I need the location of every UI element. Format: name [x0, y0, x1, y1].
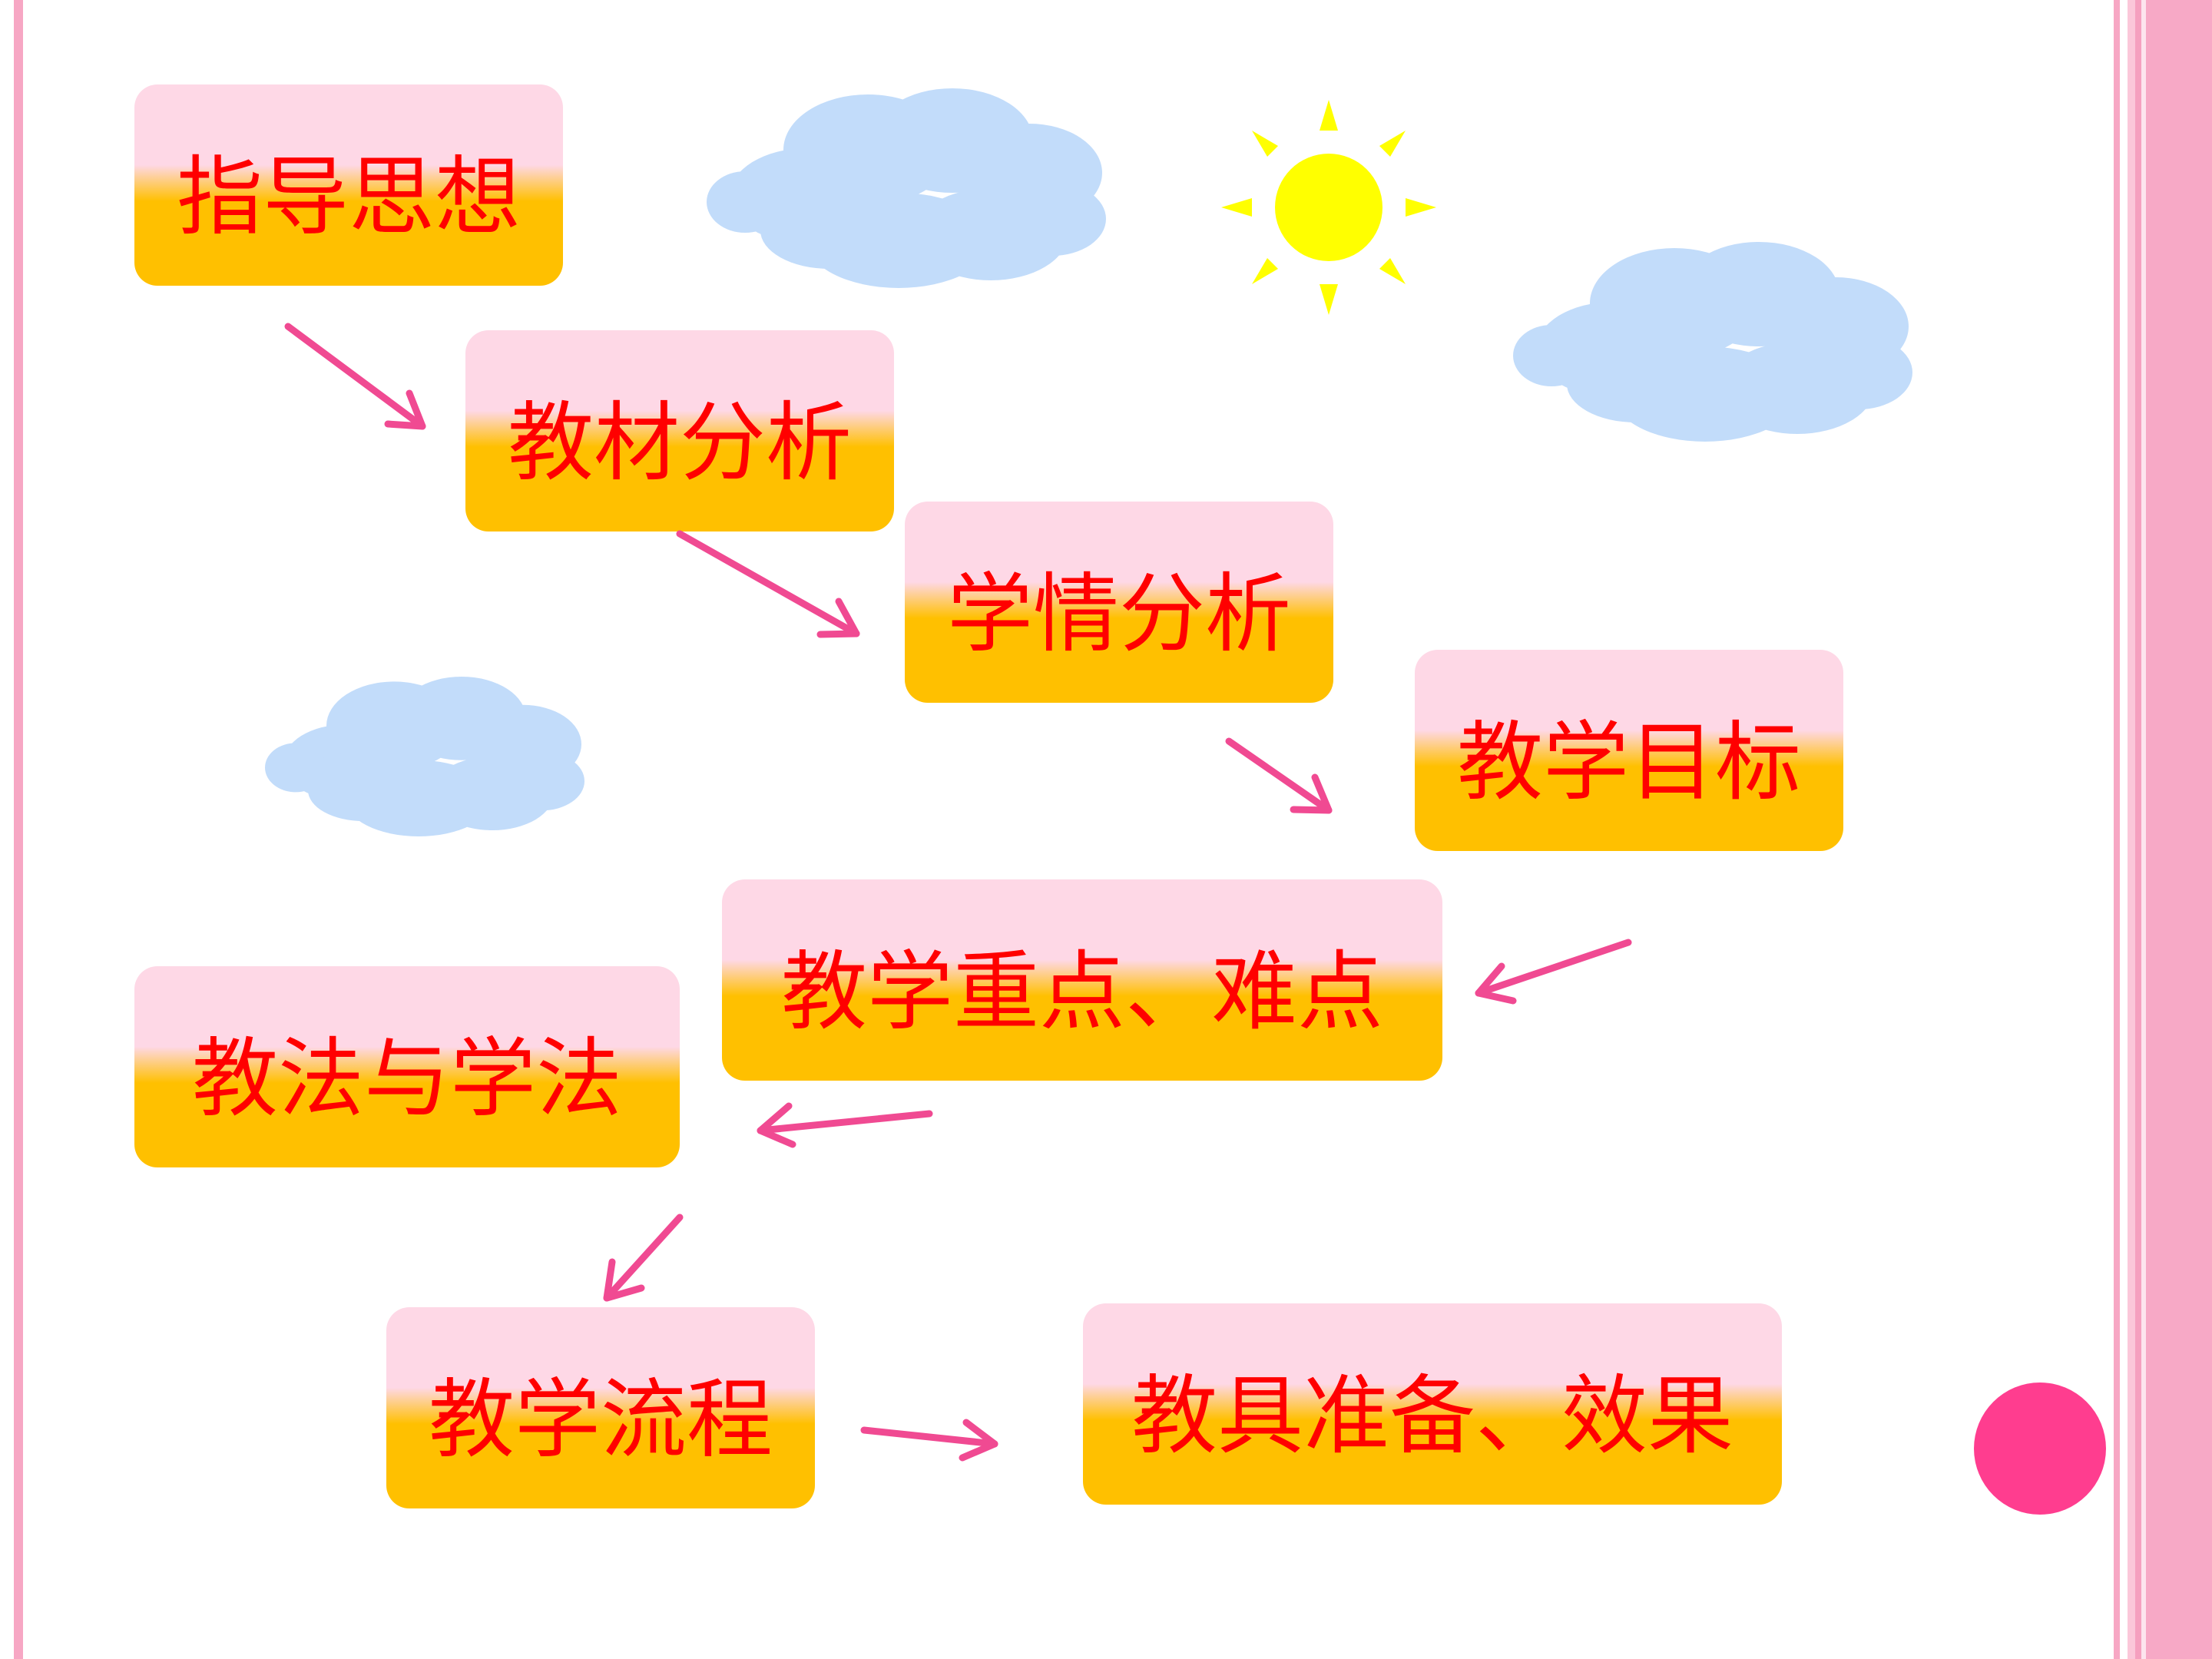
sun-rays [1221, 100, 1436, 315]
arrow-3-to-4 [1225, 737, 1333, 814]
frame-left-stripe [14, 0, 23, 1659]
step-label: 教材分析 [508, 393, 852, 493]
arrow-4-to-5 [1475, 939, 1632, 1005]
step-box-student-analysis: 学情分析 [905, 502, 1333, 703]
frame-right-wide-stripe [2128, 0, 2212, 1659]
arrow-2-to-3 [676, 530, 860, 638]
arrow-1-to-2 [284, 323, 426, 430]
arrow-5-to-6 [757, 1102, 933, 1148]
step-box-teaching-goals: 教学目标 [1415, 650, 1843, 851]
arrow-6-to-7 [603, 1214, 684, 1302]
step-box-guiding-idea: 指导思想 [134, 84, 563, 286]
step-box-textbook-analysis: 教材分析 [465, 330, 894, 531]
sun-core [1275, 154, 1382, 261]
step-label: 教学目标 [1457, 713, 1801, 813]
decorative-circle [1974, 1382, 2106, 1515]
step-label: 教法与学法 [192, 1029, 622, 1129]
step-label: 教具准备、效果 [1131, 1366, 1734, 1466]
arrow-7-to-8 [860, 1419, 998, 1462]
step-label: 学情分析 [947, 565, 1291, 664]
step-box-key-points: 教学重点、难点 [722, 879, 1442, 1081]
step-label: 指导思想 [177, 147, 521, 247]
step-label: 教学重点、难点 [781, 942, 1383, 1042]
step-box-methods: 教法与学法 [134, 966, 680, 1167]
step-box-aids-effects: 教具准备、效果 [1083, 1303, 1782, 1505]
sun-icon [1221, 100, 1436, 315]
step-box-teaching-process: 教学流程 [386, 1307, 815, 1508]
frame-right-thin-stripe [2114, 0, 2120, 1659]
step-label: 教学流程 [429, 1370, 773, 1470]
